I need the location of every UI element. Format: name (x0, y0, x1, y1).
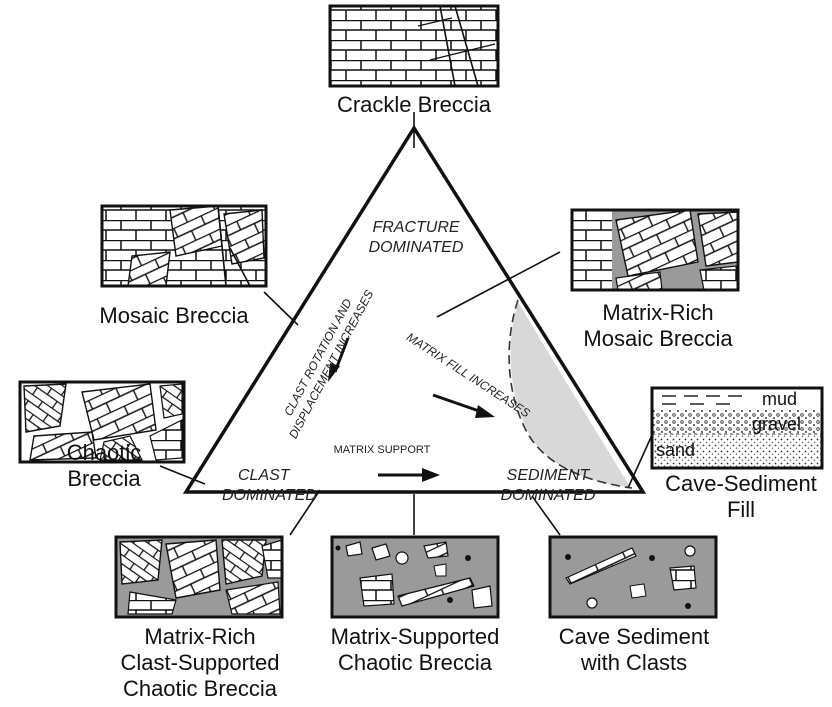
apex-clast-dominated: CLAST DOMINATED (222, 467, 317, 504)
matrix-rich-clast-supported-image (114, 535, 284, 619)
cave-sediment-fill-label: Cave-Sediment Fill (665, 471, 817, 522)
cave-sediment-fill-image: mud gravel sand (650, 386, 824, 470)
arrow-clast-rotation (328, 337, 350, 382)
matrix-rich-clast-supported-label: Matrix-Rich Clast-Supported Chaotic Brec… (120, 624, 280, 701)
sand-layer-label: sand (656, 440, 695, 460)
arrow-matrix-support (378, 468, 440, 482)
matrix-rich-mosaic-label: Matrix-Rich Mosaic Breccia (583, 300, 733, 351)
gravel-layer-label: gravel (752, 414, 801, 434)
mosaic-breccia-image (100, 204, 268, 288)
leader-lines (159, 112, 653, 536)
matrix-rich-mosaic-image (570, 208, 740, 292)
sediment-field-shading (510, 302, 630, 487)
cave-sediment-with-clasts-label: Cave Sediment with Clasts (558, 624, 710, 675)
matrix-supported-chaotic-image (330, 535, 500, 619)
chaotic-breccia-label: Chaotic Breccia (66, 440, 142, 491)
mud-layer-label: mud (762, 389, 797, 409)
triangle-outline (182, 124, 647, 494)
crackle-breccia-image (328, 4, 500, 88)
apex-sediment-dominated: SEDIMENT DOMINATED (500, 467, 596, 504)
chaotic-breccia-image (18, 380, 186, 464)
cave-sediment-with-clasts-image (548, 535, 718, 619)
ternary-triangle (182, 124, 647, 494)
trend-matrix-support: MATRIX SUPPORT (333, 444, 431, 456)
arrow-matrix-fill (432, 393, 495, 418)
apex-fracture-dominated: FRACTURE DOMINATED (368, 219, 464, 256)
matrix-supported-chaotic-label: Matrix-Supported Chaotic Breccia (330, 624, 500, 675)
mosaic-breccia-label: Mosaic Breccia (99, 303, 249, 328)
crackle-breccia-label: Crackle Breccia (336, 92, 492, 117)
